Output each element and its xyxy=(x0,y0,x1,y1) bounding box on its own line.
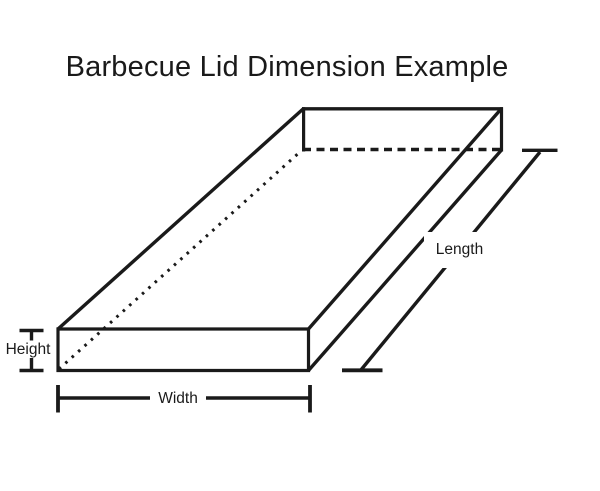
hidden-bottom-left-depth-edge xyxy=(57,149,303,371)
height-label-backing xyxy=(4,340,52,358)
height-dimension: Height xyxy=(4,328,52,373)
height-label: Height xyxy=(6,341,51,358)
length-label: Length xyxy=(436,241,483,258)
width-label: Width xyxy=(158,390,198,407)
width-dimension: Width xyxy=(56,385,312,413)
lid-wireframe xyxy=(56,107,504,373)
lid-top-right-depth-edge xyxy=(307,107,503,331)
lid-top-left-depth-edge xyxy=(56,107,305,331)
length-dimension: Length xyxy=(342,148,558,373)
page-title: Barbecue Lid Dimension Example xyxy=(66,51,509,83)
lid-hidden-edges xyxy=(57,147,502,371)
length-label-backing xyxy=(424,232,496,268)
width-label-backing xyxy=(150,389,206,407)
lid-front-face xyxy=(56,327,311,373)
lid-bottom-right-depth-edge xyxy=(307,148,503,372)
